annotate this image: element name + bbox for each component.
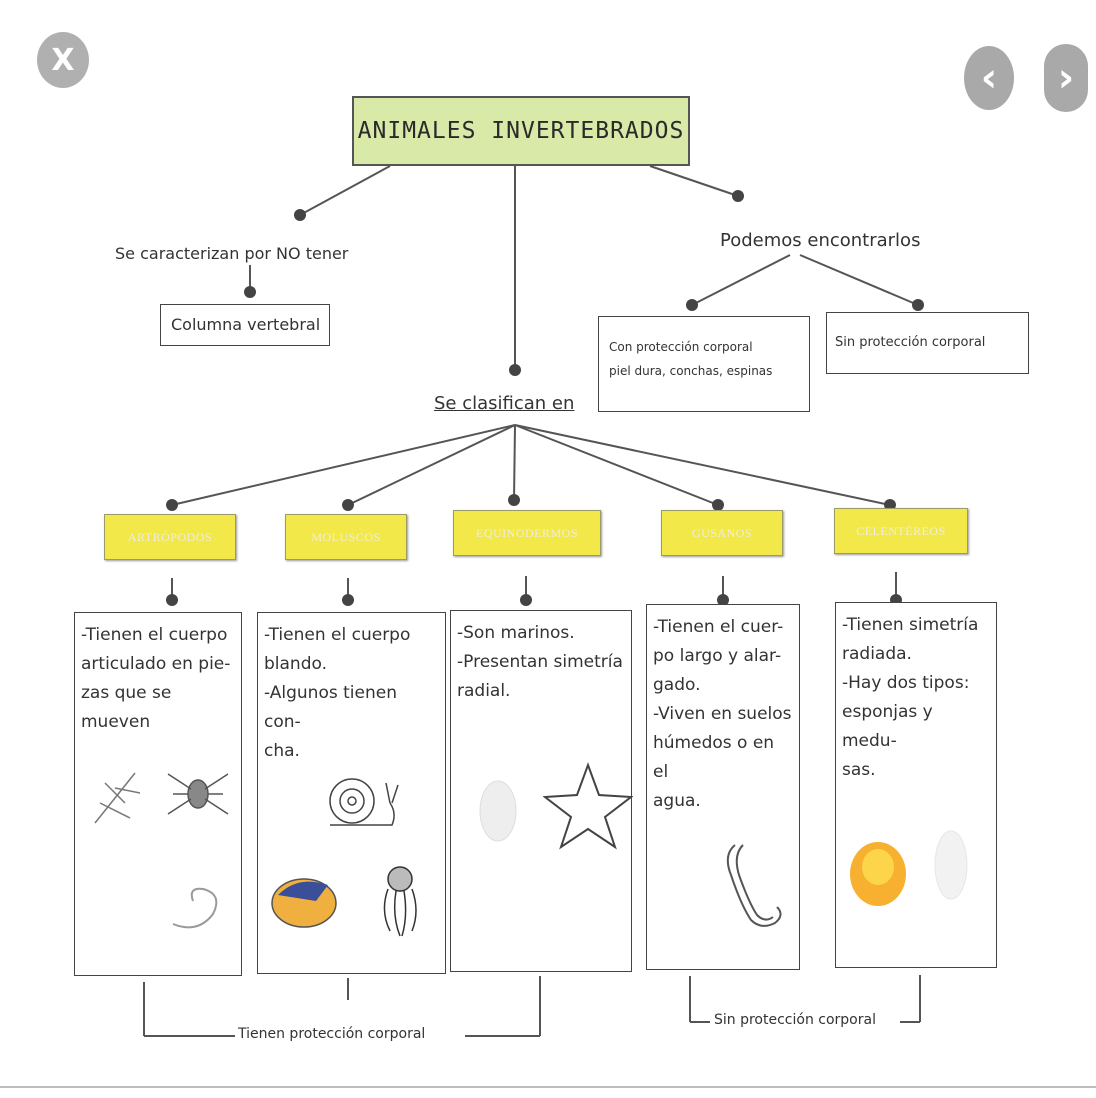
panel-text-line: -Tienen el cuer- [653,617,784,637]
close-button[interactable]: X [37,32,89,88]
sponge-icon [850,842,906,906]
panel-text-line: radiada. [842,644,912,664]
sea-urchin-icon [479,780,517,842]
panel-text-line: -Son marinos. [457,623,575,643]
next-button[interactable]: › [1044,44,1088,112]
protected-line-1: Con protección corporal [609,340,753,354]
where-found-label: Podemos encontrarlos [720,230,921,251]
panel-text-line: cha. [264,741,300,761]
panel-text-line: -Tienen simetría [842,615,979,635]
worm-icon [726,844,782,927]
jellyfish-icon [934,830,968,900]
characteristic-label: Se caracterizan por NO tener [115,244,349,263]
starfish-icon [543,762,633,850]
panel-text-line: -Algunos tienen con- [264,683,397,732]
panel-arthropods: -Tienen el cuerpo articulado en pie- zas… [74,612,242,976]
category-arthropods: ARTRÓPODOS [104,514,236,560]
mussel-icon [271,878,337,928]
snail-icon [329,778,399,826]
category-echinoderms: EQUINODERMOS [453,510,601,556]
panel-text-line: -Viven en suelos [653,704,792,724]
panel-echinoderms: -Son marinos. -Presentan simetría radial… [450,610,633,972]
panel-worms: -Tienen el cuer- po largo y alar- gado. … [646,604,800,970]
panel-text-line: radial. [457,681,511,701]
panel-text-line: -Tienen el cuerpo [81,625,228,645]
unprotected-box: Sin protección corporal [826,312,1029,374]
panel-text-line: -Presentan simetría [457,652,623,672]
protected-box: Con protección corporal piel dura, conch… [598,316,810,412]
octopus-icon [383,866,417,937]
mosquito-icon [94,772,141,824]
chevron-left-icon: ‹ [980,55,998,101]
vertebral-column-box: Columna vertebral [160,304,330,346]
category-worms: GUSANOS [661,510,783,556]
close-icon: X [51,42,75,78]
panel-text-line: blando. [264,654,328,674]
scorpion-icon [172,887,218,929]
panel-mollusks: -Tienen el cuerpo blando. -Algunos tiene… [257,612,446,974]
map-title: ANIMALES INVERTEBRADOS [352,96,690,166]
panel-text-line: gado. [653,675,701,695]
panel-text-line: -Tienen el cuerpo [264,625,411,645]
previous-button[interactable]: ‹ [964,46,1014,110]
chevron-right-icon: › [1057,55,1075,101]
unprotected-bracket-label: Sin protección corporal [714,1012,876,1028]
spider-icon [167,773,229,815]
panel-coelenterates: -Tienen simetría radiada. -Hay dos tipos… [835,602,997,968]
panel-text-line: agua. [653,791,701,811]
protected-line-2: piel dura, conchas, espinas [609,364,773,378]
bottom-divider [0,1086,1096,1088]
panel-text-line: sas. [842,760,876,780]
panel-text-line: articulado en pie- [81,654,231,674]
panel-text-line: -Hay dos tipos: [842,673,970,693]
panel-text-line: esponjas y medu- [842,702,933,751]
category-mollusks: MOLUSCOS [285,514,407,560]
protected-bracket-label: Tienen protección corporal [238,1026,426,1042]
classify-label: Se clasifican en [434,393,575,414]
panel-text-line: húmedos o en el [653,733,775,782]
category-coelenterates: CELENTÉREOS [834,508,968,554]
panel-text-line: zas que se mueven [81,683,172,732]
panel-text-line: po largo y alar- [653,646,782,666]
